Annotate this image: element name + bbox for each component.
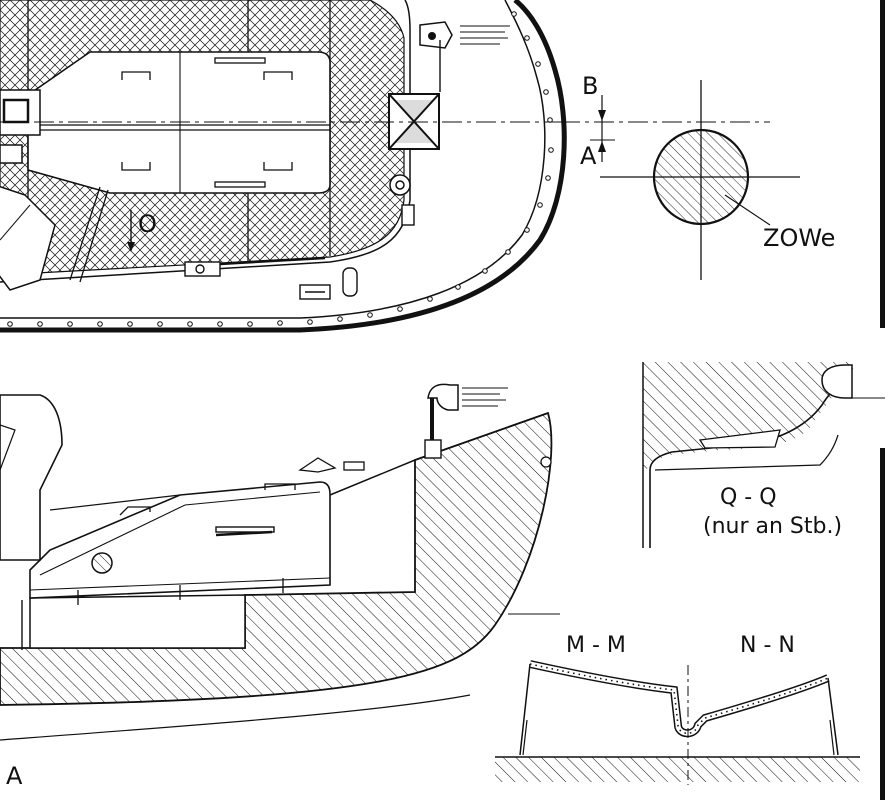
plan-hatch-handles	[121, 57, 293, 188]
corner-a-label: A	[6, 762, 23, 790]
mm-nn-ground	[495, 757, 860, 782]
plan-gunwale-line	[0, 0, 546, 319]
plan-cleats	[184, 256, 358, 300]
zowe-circle	[652, 128, 750, 226]
zowe-label: ZOWe	[763, 224, 835, 252]
right-border-bottom	[880, 448, 885, 800]
qq-section: Q - Q (nur an Stb.)	[642, 362, 885, 548]
dimension-a-label: A	[580, 142, 597, 170]
plan-oar-blade	[0, 185, 56, 291]
plan-rivets	[7, 11, 554, 327]
mm-nn-section: M - M N - N	[495, 633, 860, 785]
side-cabin	[0, 394, 63, 561]
plan-view: O	[0, 0, 567, 333]
zowe-section-detail: ZOWe	[600, 80, 835, 280]
right-border-top	[880, 0, 885, 328]
plan-cockpit-box	[0, 89, 41, 136]
side-elevation-view: A	[0, 383, 560, 790]
qq-note: (nur an Stb.)	[703, 514, 842, 539]
detail-dimension: B A	[560, 72, 770, 170]
dimension-b-label: B	[582, 72, 598, 100]
side-bow-light	[424, 383, 508, 459]
plan-hull-outline	[0, 0, 567, 333]
side-deckhouse	[29, 481, 331, 599]
nn-title: N - N	[740, 633, 795, 658]
mm-title: M - M	[566, 633, 626, 658]
qq-title: Q - Q	[720, 485, 777, 510]
plan-bow-light	[419, 21, 510, 92]
view-o-label: O	[138, 210, 157, 238]
side-hull-hatched	[0, 411, 553, 706]
